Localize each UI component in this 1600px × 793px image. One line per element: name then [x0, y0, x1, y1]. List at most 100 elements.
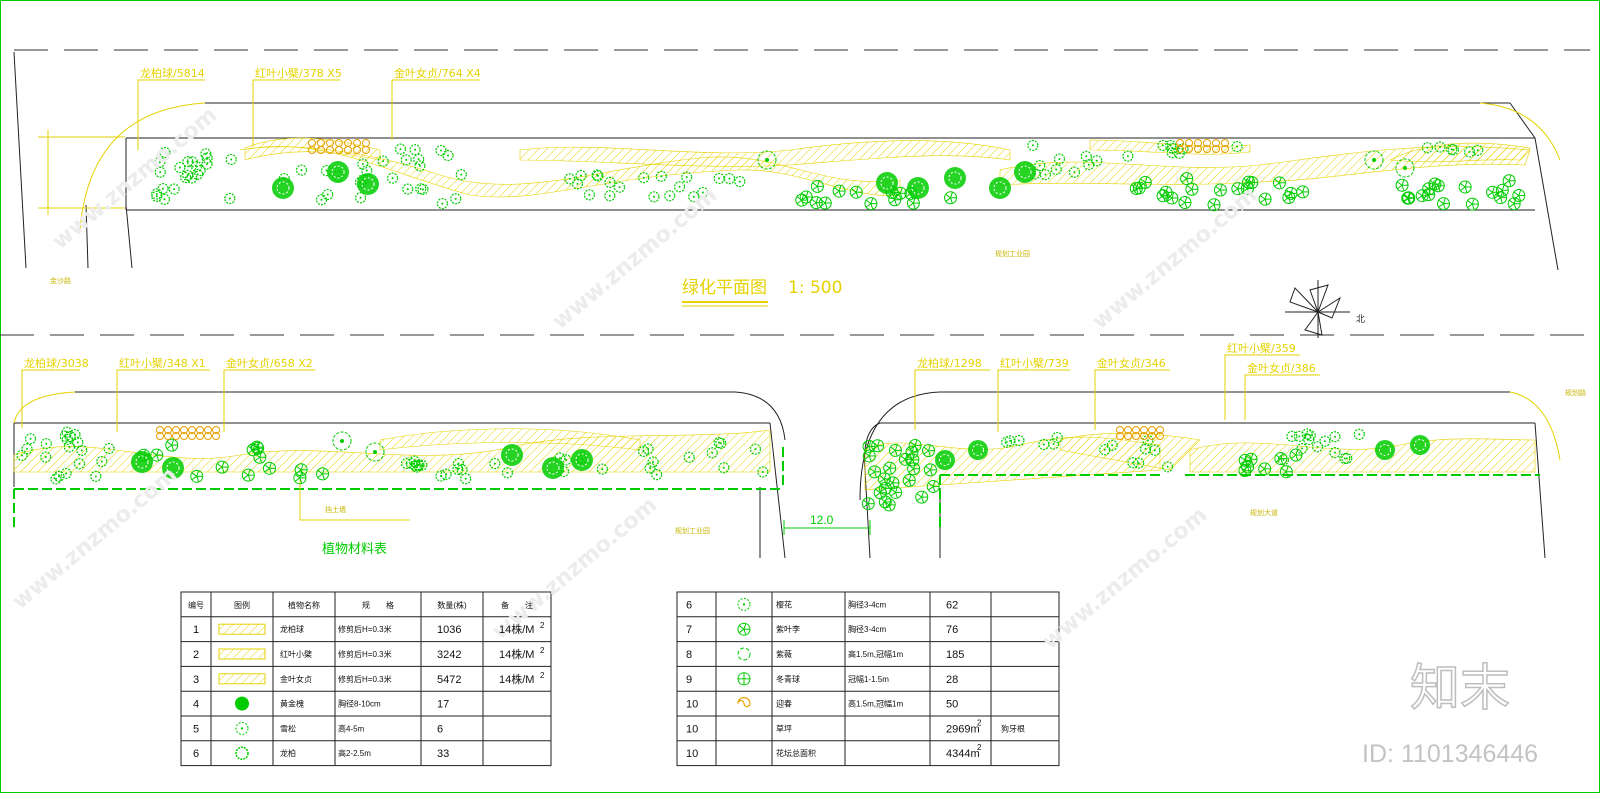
shrub-symbol	[757, 466, 769, 478]
shrub-symbol	[583, 189, 595, 201]
tree-symbol	[915, 490, 929, 504]
shrub-symbol	[63, 441, 75, 453]
shrub-symbol	[411, 461, 423, 473]
tree-symbol	[1401, 191, 1415, 205]
shrub-symbol	[315, 194, 328, 206]
shrub-symbol	[436, 197, 448, 210]
plant-quantity: 3242	[437, 649, 461, 661]
shrub-symbol	[1447, 144, 1459, 156]
plant-quantity: 4344m	[946, 748, 980, 760]
plant-note: 14株/M	[499, 622, 534, 636]
shrub-symbol	[688, 191, 700, 203]
plant-quantity: 76	[946, 624, 958, 636]
plant-quantity: 2969m	[946, 723, 980, 735]
label-br-4: 红叶小檗/359	[1227, 341, 1296, 355]
tree-symbol	[1465, 197, 1479, 211]
shrub-symbol	[394, 143, 407, 155]
unit-superscript: 2	[540, 646, 545, 655]
watermark-6: www.znzmo.com	[1038, 503, 1212, 655]
plant-note: 14株/M	[499, 647, 534, 661]
flower-symbol	[180, 426, 188, 434]
row-number: 8	[686, 649, 692, 661]
bush-symbol	[1410, 435, 1430, 455]
plant-note: 狗牙根	[1001, 723, 1025, 733]
flower-symbol	[308, 146, 316, 154]
tree-symbol	[1458, 180, 1472, 194]
flower-symbol	[317, 146, 325, 154]
label-br-1: 龙柏球/1298	[917, 356, 982, 370]
shrub-symbol	[16, 449, 28, 461]
shrub-symbol	[1027, 139, 1039, 152]
shrub-symbol	[73, 458, 86, 470]
tree-symbol	[1284, 186, 1298, 200]
tree-symbol	[832, 184, 846, 198]
legend-hatch-icon	[218, 623, 266, 635]
tree-symbol	[1502, 174, 1516, 188]
shrub-symbol	[354, 192, 367, 204]
cedar-symbol	[1395, 158, 1415, 178]
shrub-symbol	[1329, 431, 1341, 443]
tree-symbol	[864, 197, 878, 211]
tree-symbol	[882, 498, 896, 512]
plant-quantity: 17	[437, 699, 449, 711]
shrub-symbol	[442, 149, 454, 162]
plant-quantity: 5472	[437, 674, 461, 686]
flower-symbol	[1221, 139, 1229, 147]
tree-symbol	[1241, 460, 1255, 474]
shrub-symbol	[1311, 441, 1324, 453]
plant-name: 龙柏	[280, 748, 296, 758]
shrub-symbol	[1472, 144, 1484, 156]
tree-symbol	[1289, 448, 1303, 462]
bush-symbol	[876, 172, 898, 194]
tree-symbol	[263, 461, 277, 475]
tree-symbol	[1156, 189, 1170, 203]
plant-name: 龙柏球	[280, 624, 304, 634]
plant-name: 红叶小檗	[280, 649, 312, 659]
shrub-symbol	[414, 160, 426, 172]
shrub-symbol	[151, 190, 163, 202]
shrub-symbol	[489, 458, 501, 470]
shrub-symbol	[1047, 438, 1060, 450]
shrub-symbol	[452, 457, 465, 470]
shrub-symbol	[749, 443, 762, 455]
plant-name: 金叶女贞	[280, 674, 312, 684]
flower-symbol	[1194, 139, 1202, 147]
shrub-symbol	[604, 190, 616, 202]
label-bl-3: 金叶女贞/658 X2	[226, 356, 313, 370]
shrub-symbol	[1446, 143, 1458, 155]
plant-name: 黄金槐	[280, 699, 304, 709]
bush-symbol	[501, 444, 523, 466]
plant-spec: 修剪后H=0.3米	[338, 624, 392, 634]
plant-name: 冬青球	[776, 674, 800, 684]
shrub-symbol	[1165, 139, 1177, 152]
cedar-symbol	[332, 431, 352, 451]
shrub-symbol	[1106, 439, 1118, 451]
drawing-title: 绿化平面图	[682, 278, 767, 298]
tree-symbol	[862, 439, 876, 453]
shrub-symbol	[400, 154, 412, 166]
tree-symbol	[1165, 191, 1179, 205]
shrub-symbol	[201, 152, 213, 164]
legend-star-icon	[737, 622, 751, 636]
legend-gear-icon	[235, 746, 249, 760]
note-road-2: 规划路	[1565, 388, 1586, 397]
tree-symbol	[241, 468, 255, 482]
shrub-symbol	[706, 447, 718, 459]
tree-symbol	[799, 190, 813, 204]
shrub-symbol	[386, 172, 399, 184]
note-wall: 挡土墙	[325, 505, 346, 514]
legend-dotcircle-icon	[737, 597, 751, 611]
shrub-symbol	[40, 451, 52, 463]
plant-quantity: 185	[946, 649, 964, 661]
shrub-symbol	[1122, 150, 1134, 162]
bush-symbol	[571, 449, 593, 471]
shrub-symbol	[377, 155, 389, 167]
tree-symbol	[878, 481, 892, 495]
tree-symbol	[907, 462, 921, 476]
shrub-symbol	[647, 456, 659, 468]
shrub-symbol	[591, 169, 603, 181]
tree-symbol	[905, 445, 919, 459]
row-number: 6	[686, 599, 692, 611]
